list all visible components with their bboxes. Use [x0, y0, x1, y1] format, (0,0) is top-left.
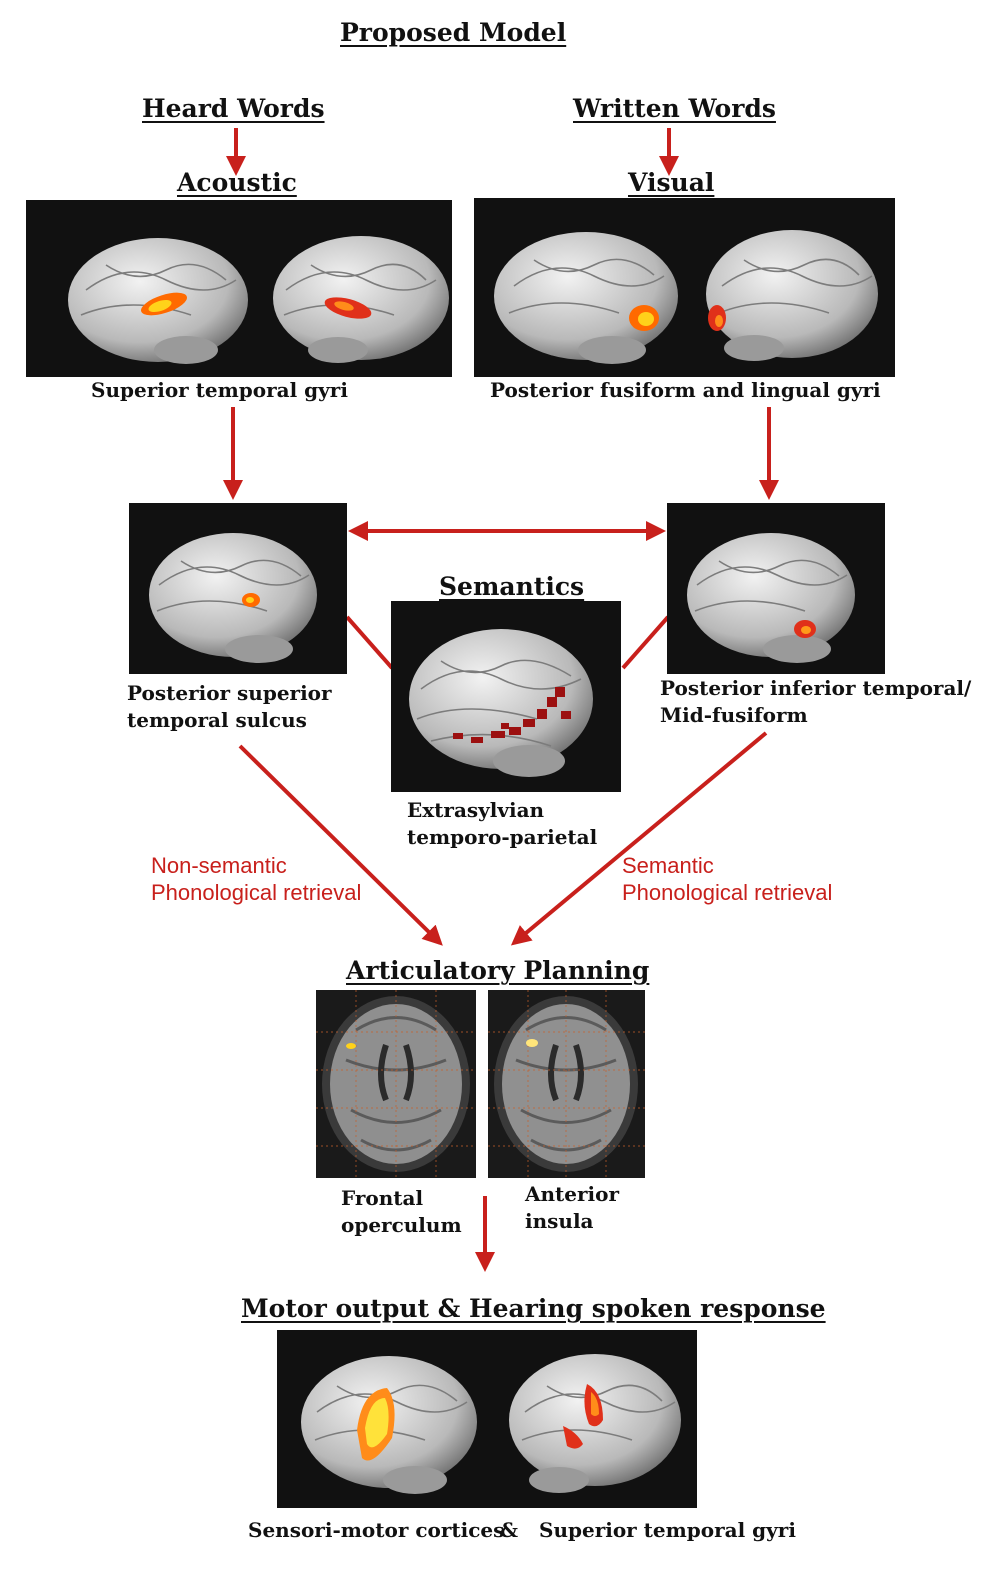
- motor-heading: Motor output & Hearing spoken response: [241, 1294, 826, 1323]
- pst-caption-line1: Posterior superior: [127, 681, 332, 705]
- visual-brain-panel: [474, 198, 895, 377]
- articulatory-heading: Articulatory Planning: [346, 956, 650, 985]
- brain-left-view: [301, 1356, 477, 1494]
- brain-left-view: [494, 232, 678, 364]
- brain-right-view: [706, 230, 878, 361]
- heard-words-label: Heard Words: [142, 94, 325, 123]
- semantics-caption-line2: temporo-parietal: [407, 825, 598, 849]
- motor-caption-amp: &: [500, 1518, 519, 1542]
- frontal-operculum-caption-line2: operculum: [341, 1213, 462, 1237]
- brain-left-view: [68, 238, 248, 364]
- pit-caption-line2: Mid-fusiform: [660, 703, 808, 727]
- semantics-heading: Semantics: [439, 572, 585, 601]
- written-words-label: Written Words: [573, 94, 776, 123]
- anterior-insula-mri: [488, 990, 645, 1178]
- frontal-operculum-caption-line1: Frontal: [341, 1186, 424, 1210]
- semantic-pathway-line1: Semantic: [622, 853, 714, 878]
- acoustic-brain-panel: [26, 200, 452, 377]
- brain-right-view: [509, 1354, 681, 1493]
- acoustic-caption: Superior temporal gyri: [91, 378, 348, 402]
- anterior-insula-caption-line2: insula: [525, 1209, 594, 1233]
- motor-caption-left: Sensori-motor cortices: [248, 1518, 505, 1542]
- pit-brain-panel: [667, 503, 885, 674]
- acoustic-heading: Acoustic: [177, 168, 297, 197]
- pst-brain-panel: [129, 503, 347, 674]
- semantics-caption-line1: Extrasylvian: [407, 798, 545, 822]
- frontal-operculum-mri: [316, 990, 476, 1178]
- link-pit-semantics: [621, 615, 670, 670]
- pst-caption-line2: temporal sulcus: [127, 708, 307, 732]
- nonsemantic-pathway-line1: Non-semantic: [151, 853, 287, 878]
- diagram-title: Proposed Model: [340, 18, 567, 47]
- semantic-pathway-line2: Phonological retrieval: [622, 880, 833, 905]
- visual-caption: Posterior fusiform and lingual gyri: [490, 378, 881, 402]
- visual-heading: Visual: [628, 168, 715, 197]
- brain-right-view: [273, 236, 449, 363]
- link-pst-semantics: [345, 615, 394, 670]
- anterior-insula-caption-line1: Anterior: [525, 1182, 620, 1206]
- nonsemantic-pathway-line2: Phonological retrieval: [151, 880, 362, 905]
- semantics-brain-panel: [391, 601, 621, 792]
- motor-caption-right: Superior temporal gyri: [539, 1518, 796, 1542]
- pit-caption-line1: Posterior inferior temporal/: [660, 676, 972, 700]
- motor-brain-panel: [277, 1330, 697, 1508]
